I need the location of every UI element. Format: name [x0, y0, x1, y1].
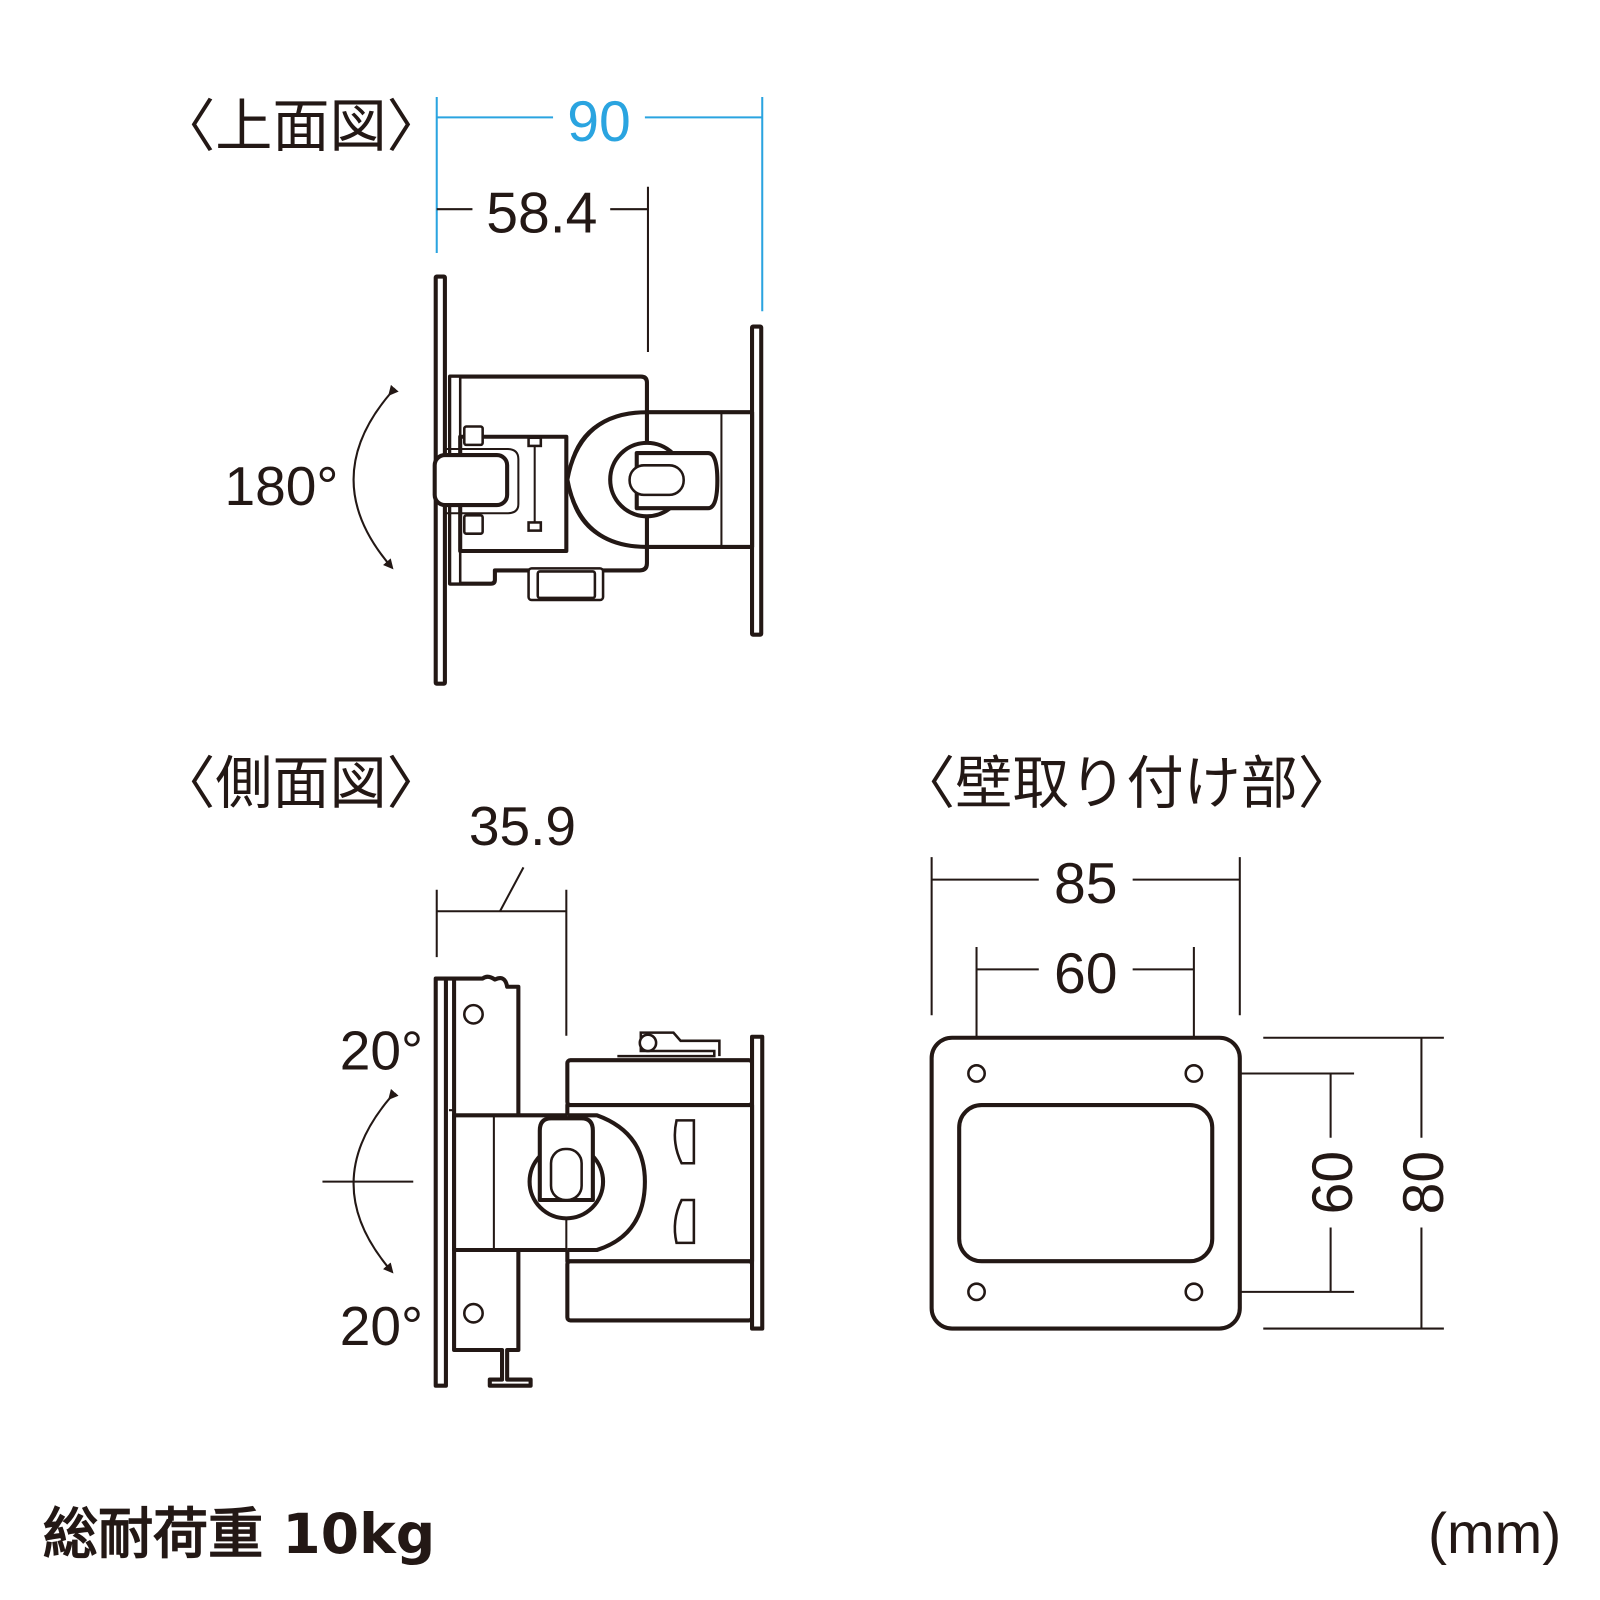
mount-hole — [1184, 1282, 1204, 1302]
wall-mount-title: 〈壁取り付け部〉 — [898, 751, 1355, 817]
mount-hole — [967, 1064, 986, 1083]
top-view: 〈上面図〉 90 58.4 180° — [158, 90, 764, 686]
load-capacity: 総耐荷重 10kg — [43, 1502, 435, 1566]
wall-plate — [929, 1035, 1242, 1331]
dimension-label-80: 80 — [1392, 1151, 1456, 1215]
dimension-85: 85 — [930, 852, 1241, 1016]
tilt-down-label: 20° — [340, 1295, 423, 1357]
dimension-label-60-vertical: 60 — [1301, 1151, 1365, 1215]
dimension-label-85: 85 — [1054, 852, 1118, 916]
dimension-60-horizontal: 60 — [975, 942, 1195, 1052]
dimension-35-9: 35.9 — [435, 795, 576, 1036]
unit-label: (mm) — [1428, 1502, 1561, 1566]
dimension-80: 80 — [1263, 1036, 1456, 1330]
dimension-label-90: 90 — [567, 90, 631, 154]
rotation-label: 180° — [224, 455, 338, 517]
side-view: 〈側面図〉 35.9 20° 20° — [158, 751, 765, 1388]
dimension-90: 90 — [435, 90, 764, 312]
dimension-label-35-9: 35.9 — [469, 795, 576, 857]
tilt-indicator: 20° 20° — [322, 1019, 423, 1357]
mount-hole — [1184, 1064, 1204, 1083]
top-view-title: 〈上面図〉 — [158, 94, 444, 160]
tilt-up-label: 20° — [340, 1019, 423, 1081]
rotation-indicator: 180° — [224, 384, 399, 570]
side-view-mount-drawing — [433, 974, 765, 1388]
dimension-label-60-horizontal: 60 — [1054, 942, 1118, 1006]
top-view-mount-drawing — [432, 274, 764, 686]
side-view-title: 〈側面図〉 — [158, 751, 444, 817]
wall-mount-view: 〈壁取り付け部〉 85 60 60 80 — [898, 751, 1456, 1331]
dimension-58-4: 58.4 — [436, 182, 649, 353]
dimension-label-58-4: 58.4 — [486, 182, 597, 246]
mount-hole — [967, 1282, 986, 1302]
dimension-60-vertical: 60 — [1217, 1072, 1365, 1293]
